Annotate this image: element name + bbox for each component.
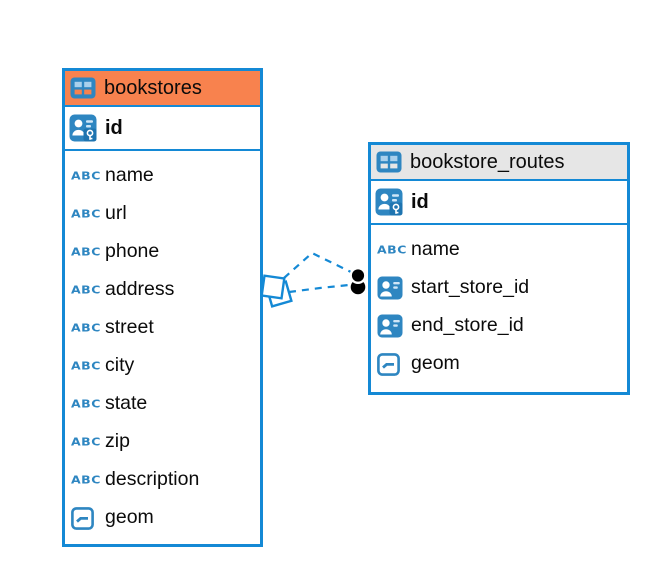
text-type-icon: ABC [71,169,101,182]
column-name: city [105,354,135,377]
text-type-icon: ABC [377,243,407,256]
text-type-icon: ABC [71,359,101,372]
text-type-icon: ABC [71,245,101,258]
column-row-end_store_id[interactable]: end_store_id [371,307,627,345]
column-row-phone[interactable]: ABC phone [65,233,260,271]
text-type-icon: ABC [71,207,101,220]
table-icon [70,77,96,99]
column-row-start_store_id[interactable]: start_store_id [371,269,627,307]
column-name: address [105,278,175,301]
column-row-name[interactable]: ABC name [65,157,260,195]
table-title: bookstores [104,77,202,99]
reference-icon [375,276,409,300]
text-type-icon: ABC [71,283,101,296]
column-row-geom[interactable]: geom [371,345,627,383]
relationship-target-marker[interactable] [349,267,367,295]
column-row-url[interactable]: ABC url [65,195,260,233]
column-name: street [105,316,154,339]
geometry-icon [375,352,409,376]
text-type-icon: ABC [71,321,101,334]
reference-icon [375,314,409,338]
column-name: geom [411,352,460,375]
primary-key-row[interactable]: id [371,181,627,225]
primary-key-icon [375,188,403,216]
column-name: zip [105,430,130,453]
column-row-state[interactable]: ABC state [65,385,260,423]
column-name: name [105,164,154,187]
column-name: url [105,202,127,225]
column-name: description [105,468,200,491]
column-name: state [105,392,148,415]
table-title: bookstore_routes [410,151,565,173]
primary-key-name: id [105,117,123,139]
text-type-icon: ABC [71,435,101,448]
table-bookstores-header[interactable]: bookstores [65,71,260,107]
column-row-geom[interactable]: geom [65,499,260,537]
relationship-line-upper[interactable] [283,251,352,279]
column-row-address[interactable]: ABC address [65,271,260,309]
primary-key-row[interactable]: id [65,107,260,151]
relationship-source-marker[interactable] [260,274,293,308]
column-row-description[interactable]: ABC description [65,461,260,499]
column-name: start_store_id [411,276,530,299]
text-type-icon: ABC [71,397,101,410]
column-row-zip[interactable]: ABC zip [65,423,260,461]
column-row-name[interactable]: ABC name [371,231,627,269]
primary-key-icon [69,114,97,142]
relationship-line-lower[interactable] [288,283,350,294]
column-row-street[interactable]: ABC street [65,309,260,347]
column-name: geom [105,506,154,529]
column-name: name [411,238,460,261]
table-icon [376,151,402,173]
table-bookstore-routes-header[interactable]: bookstore_routes [371,145,627,181]
table-bookstore-routes[interactable]: bookstore_routes id ABC name start_store_i… [368,142,630,395]
column-name: end_store_id [411,314,524,337]
primary-key-name: id [411,191,429,213]
text-type-icon: ABC [71,473,101,486]
column-name: phone [105,240,160,263]
geometry-icon [69,506,103,530]
column-row-city[interactable]: ABC city [65,347,260,385]
